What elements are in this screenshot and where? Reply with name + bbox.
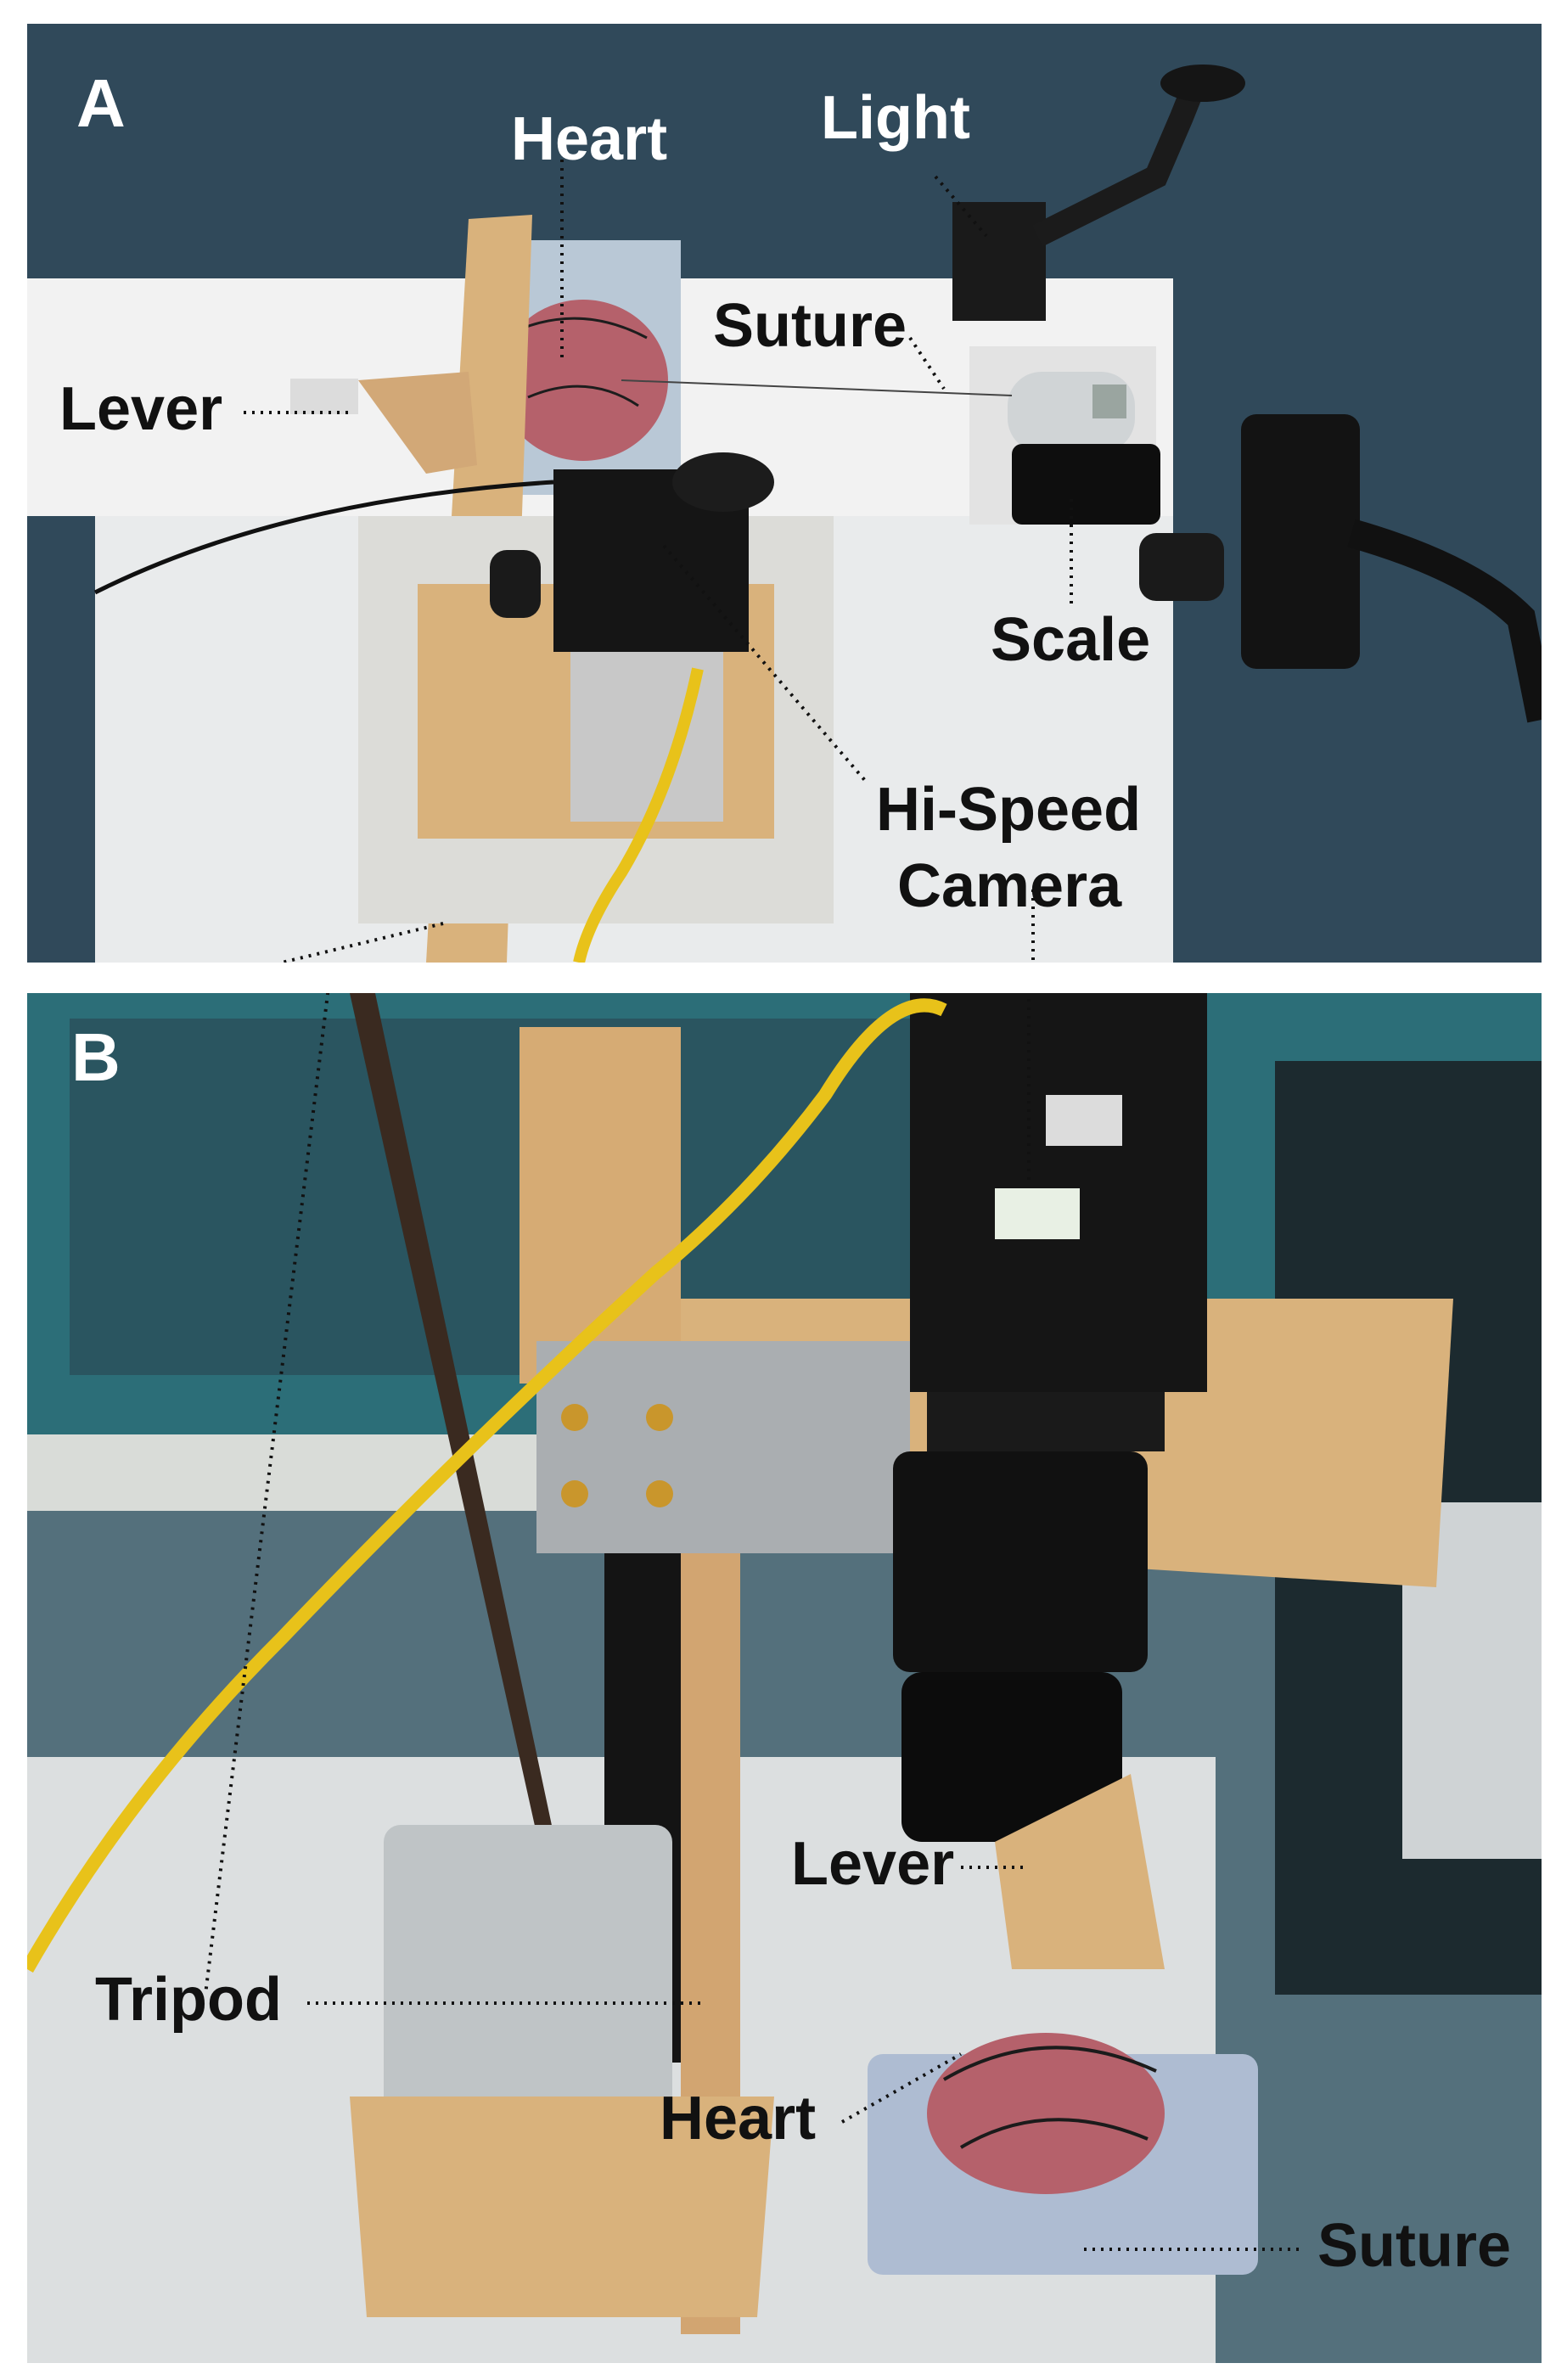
panel-b-scene bbox=[27, 993, 1542, 2363]
phone bbox=[1012, 444, 1160, 525]
heart-b bbox=[927, 2033, 1165, 2194]
label-camera-a-line1: Hi-Speed bbox=[876, 776, 1142, 844]
label-heart-b: Heart bbox=[660, 2085, 817, 2153]
lens bbox=[893, 1451, 1148, 1672]
foam-left bbox=[384, 1825, 672, 2139]
label-scale-a: Scale bbox=[991, 606, 1151, 674]
label-suture-b: Suture bbox=[1317, 2212, 1512, 2280]
lever bbox=[358, 372, 477, 474]
label-light-a: Light bbox=[821, 84, 970, 152]
heart bbox=[498, 300, 668, 461]
yellow-cable-b bbox=[27, 998, 947, 1973]
panel-a-scene bbox=[27, 24, 1542, 963]
light bbox=[952, 202, 1046, 321]
tripod-rod bbox=[350, 993, 553, 1833]
panel-b-photo: B Lever Tripod Heart Suture bbox=[27, 993, 1542, 2363]
label-tripod-b: Tripod bbox=[95, 1966, 282, 2034]
yellow-cable bbox=[573, 667, 704, 963]
label-lever-a: Lever bbox=[59, 375, 223, 443]
label-camera-a-line2: Camera bbox=[897, 852, 1122, 920]
panel-b-letter: B bbox=[71, 1019, 121, 1095]
label-heart-a: Heart bbox=[511, 105, 668, 173]
label-lever-b: Lever bbox=[791, 1830, 955, 1898]
mount-plate bbox=[536, 1341, 910, 1553]
panel-a-letter: A bbox=[76, 65, 126, 141]
label-suture-a: Suture bbox=[713, 292, 907, 360]
panel-a-photo: A Heart Light Suture Lever Scale Hi-Spee… bbox=[27, 24, 1542, 963]
